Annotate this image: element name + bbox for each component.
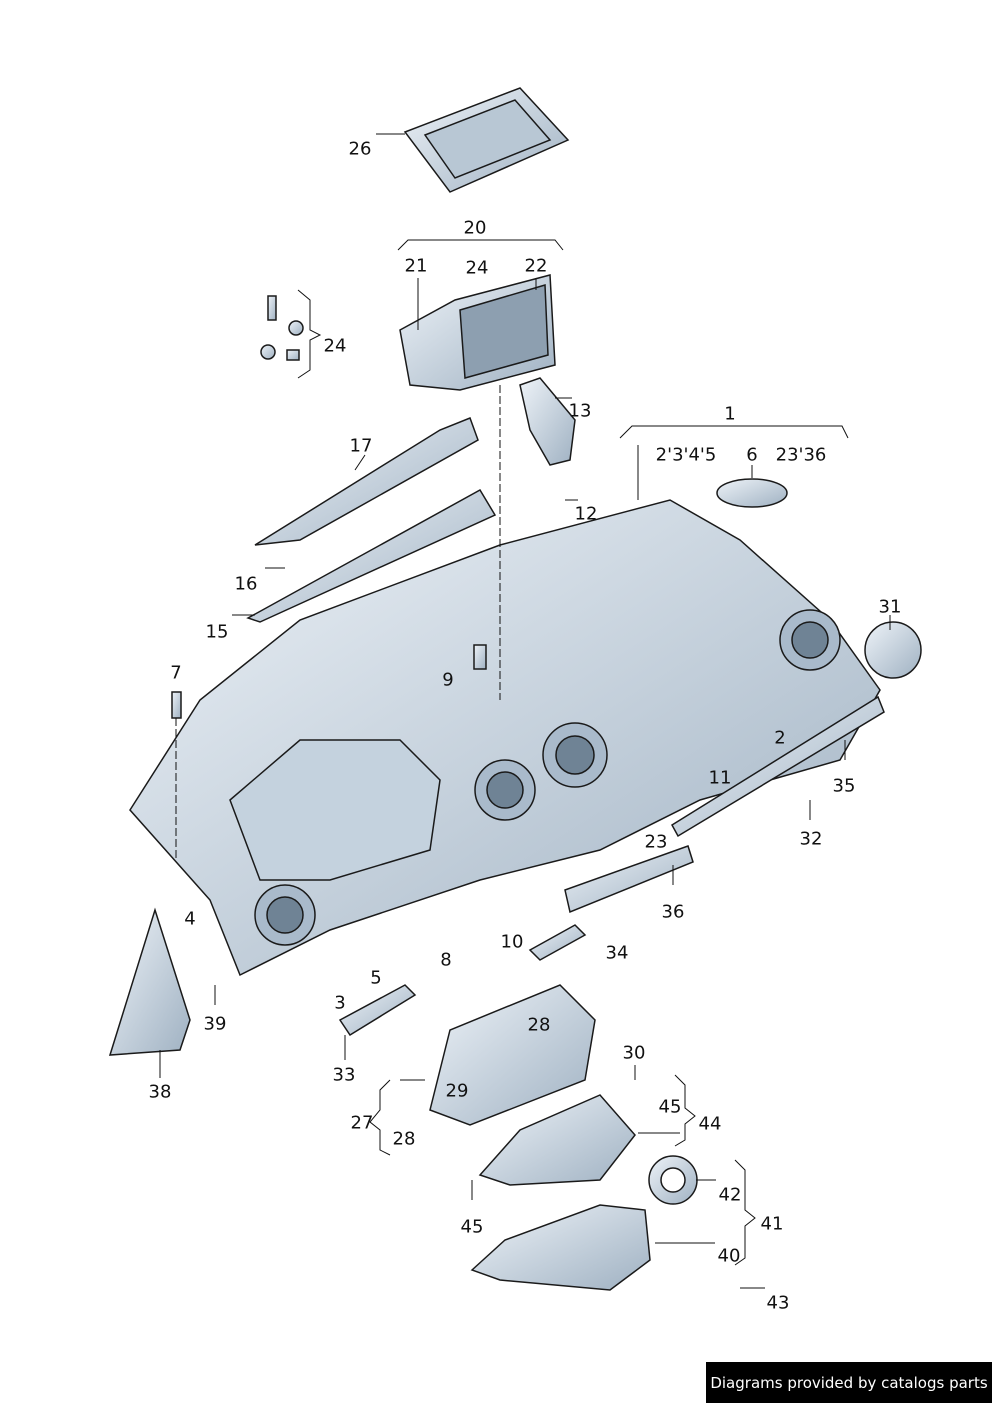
- callout-38: 38: [148, 1081, 172, 1103]
- callout-32: 32: [799, 828, 823, 850]
- callout-31: 31: [878, 596, 902, 618]
- callout-22: 22: [524, 255, 548, 277]
- callout-15: 15: [205, 621, 229, 643]
- callout-45b: 45: [460, 1216, 484, 1238]
- callout-20: 20: [463, 217, 487, 239]
- callout-1: 1: [724, 403, 736, 425]
- part-36-duct: [564, 845, 694, 914]
- part-15-carrier: [246, 488, 497, 623]
- callout-10: 10: [500, 931, 524, 953]
- callout-26: 26: [348, 138, 372, 160]
- callout-28: 28: [527, 1014, 551, 1036]
- callout-5: 5: [370, 967, 382, 989]
- part-33: [338, 984, 417, 1037]
- callout-34: 34: [605, 942, 629, 964]
- part-13: [519, 377, 576, 466]
- callout-42: 42: [718, 1184, 742, 1206]
- callout-45: 45: [658, 1096, 682, 1118]
- callout-35: 35: [832, 775, 856, 797]
- callout-7: 7: [170, 662, 182, 684]
- callout-39: 39: [203, 1013, 227, 1035]
- callout-27: 27: [350, 1112, 374, 1134]
- callout-3: 3: [334, 992, 346, 1014]
- callout-6: 6: [746, 444, 758, 466]
- part-44-shroud-upper: [478, 1094, 636, 1186]
- callout-24b: 24: [323, 335, 347, 357]
- callout-43: 43: [766, 1292, 790, 1314]
- part-35-strip: [671, 695, 885, 838]
- callout-24: 24: [465, 257, 489, 279]
- callout-17: 17: [349, 435, 373, 457]
- part-38-side-cover: [108, 907, 191, 1056]
- callout-2-3-4-5: 2'3'4'5: [655, 444, 717, 466]
- callout-36: 36: [661, 901, 685, 923]
- callout-28b: 28: [392, 1128, 416, 1150]
- callout-8: 8: [440, 949, 452, 971]
- callout-29: 29: [445, 1080, 469, 1102]
- callout-4: 4: [184, 908, 196, 930]
- part-40-shroud-lower: [470, 1204, 651, 1291]
- part-1-dashboard: [129, 499, 881, 977]
- callout-9: 9: [442, 669, 454, 691]
- callout-40: 40: [717, 1245, 741, 1267]
- callout-2: 2: [774, 727, 786, 749]
- callout-33: 33: [332, 1064, 356, 1086]
- callout-13: 13: [568, 400, 592, 422]
- part-17-trim: [254, 417, 479, 546]
- part-34: [528, 924, 587, 961]
- callout-30: 30: [622, 1042, 646, 1064]
- callout-21: 21: [404, 255, 428, 277]
- part-31-vent: [864, 621, 922, 679]
- callout-12: 12: [574, 503, 598, 525]
- callout-41: 41: [760, 1213, 784, 1235]
- callout-16: 16: [234, 573, 258, 595]
- part-6-vent: [716, 478, 788, 508]
- callout-11: 11: [708, 767, 732, 789]
- callout-44: 44: [698, 1113, 722, 1135]
- callout-23: 23: [644, 831, 668, 853]
- callout-23-36: 23'36: [775, 444, 827, 466]
- attribution-footer: Diagrams provided by catalogs parts: [706, 1362, 992, 1403]
- part-29-cluster-cover: [429, 984, 596, 1126]
